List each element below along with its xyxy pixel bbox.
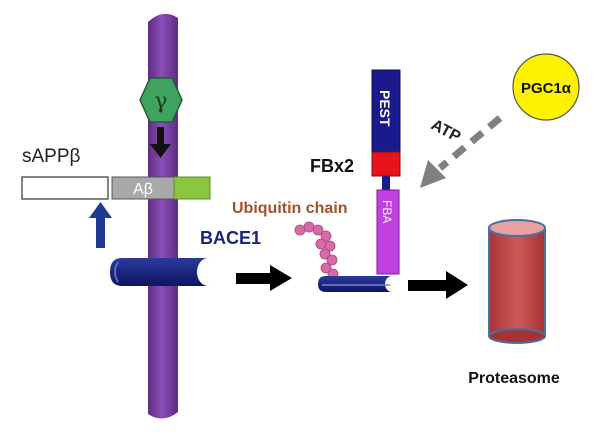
cleavage-arrow-shaft [96, 216, 105, 248]
pgc1a-label: PGC1α [521, 80, 572, 97]
abeta-label: Aβ [133, 181, 153, 198]
bace1-label: BACE1 [200, 228, 261, 248]
membrane [148, 13, 178, 419]
fbx2-red-domain [371, 151, 401, 177]
fba-domain [376, 189, 400, 275]
cleavage-arrow-head [89, 202, 112, 218]
pest-domain [371, 69, 401, 153]
gamma-arrow-shaft [157, 127, 164, 145]
atp-label: ATP [428, 117, 463, 147]
fba-label: FBA [380, 200, 394, 223]
flow-arrow-1 [236, 265, 292, 291]
gamma-secretase-hexagon [139, 77, 183, 123]
sappb-box [21, 176, 109, 200]
fbx2-label: FBx2 [310, 156, 354, 176]
flow-arrow-2 [408, 271, 468, 299]
sappb-label: sAPPβ [22, 146, 81, 167]
bace1-bound [318, 276, 399, 292]
c-terminal-segment [173, 176, 211, 200]
bace1-protein [110, 258, 219, 286]
proteasome-label: Proteasome [468, 370, 560, 387]
pgc1a-circle [512, 53, 580, 121]
fbx2-linker [382, 176, 390, 190]
proteasome [488, 219, 546, 344]
gamma-arrow-head [150, 144, 171, 158]
ubiquitin-label: Ubiquitin chain [232, 200, 348, 217]
atp-arrow [420, 115, 503, 188]
pest-label: PEST [377, 90, 393, 127]
ubiquitin-chain [294, 221, 339, 280]
gamma-label: γ [154, 89, 167, 114]
